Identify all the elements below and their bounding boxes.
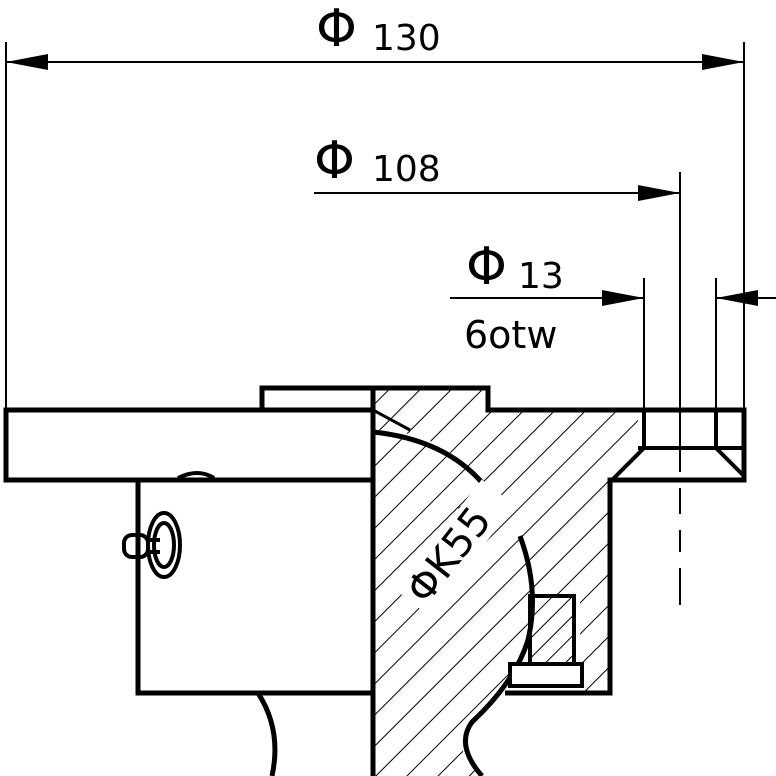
left-flange bbox=[3, 385, 376, 483]
right-section-outline bbox=[370, 385, 747, 776]
arrowhead-hole-right bbox=[716, 290, 758, 306]
dimension-hole: Φ 13 6otw bbox=[450, 237, 776, 410]
arrowhead-right bbox=[702, 54, 744, 70]
hole-value: 13 bbox=[518, 256, 564, 297]
hole-symbol: Φ bbox=[466, 237, 507, 297]
hole-note: 6otw bbox=[464, 313, 557, 357]
arrowhead-bolt-circle bbox=[638, 185, 680, 201]
outer-diameter-value: 130 bbox=[372, 18, 441, 59]
arrowhead-left bbox=[6, 54, 48, 70]
insert-block bbox=[508, 594, 584, 688]
outer-diameter-symbol: Φ bbox=[316, 0, 357, 59]
bolt-circle-value: 108 bbox=[372, 149, 441, 190]
bolt-circle-symbol: Φ bbox=[314, 131, 355, 191]
grease-nipple-icon bbox=[122, 511, 182, 579]
arrowhead-hole-left bbox=[602, 290, 644, 306]
dimension-outer-diameter: Φ 130 bbox=[5, 0, 745, 410]
dimension-bolt-circle: Φ 108 bbox=[314, 131, 680, 201]
left-body bbox=[135, 471, 373, 776]
bolt-hole-section bbox=[610, 410, 746, 482]
